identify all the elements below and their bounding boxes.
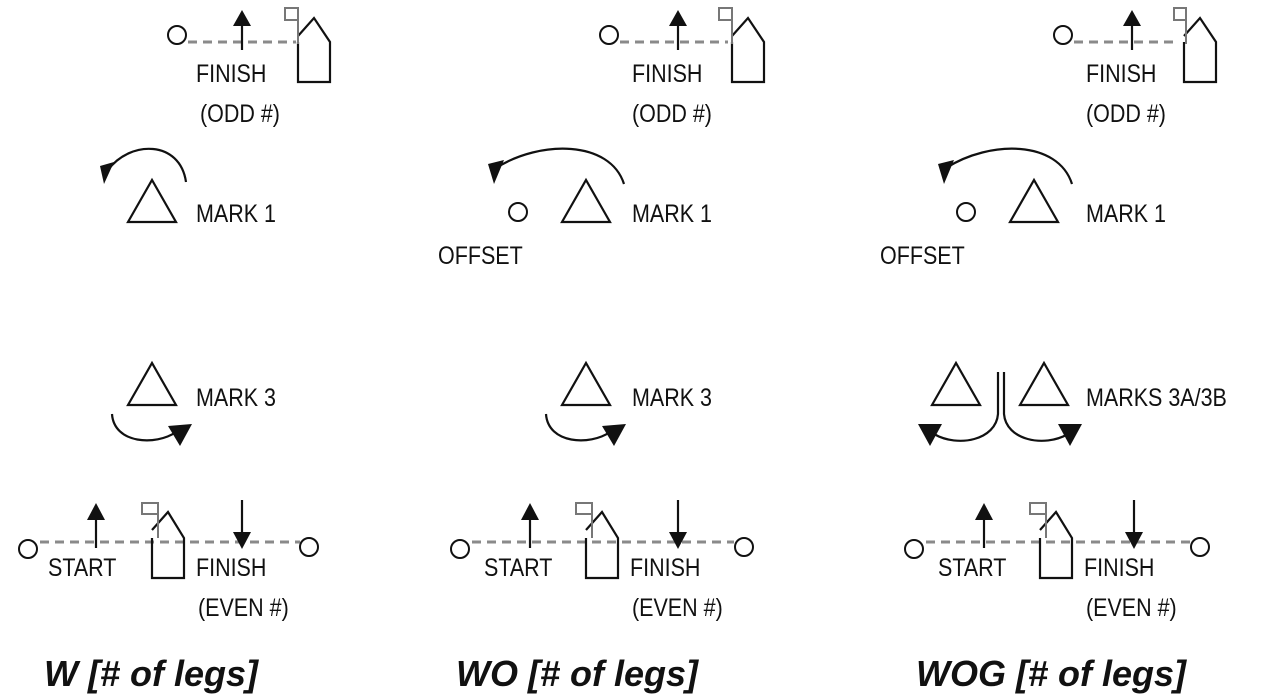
- mark-1-icon: [126, 177, 178, 224]
- pin-buoy-icon: [450, 539, 470, 559]
- offset-label: OFFSET: [438, 241, 523, 269]
- pin-buoy-icon: [734, 537, 754, 557]
- start-label: START: [48, 553, 116, 581]
- mark-1-icon: [560, 177, 612, 224]
- mark-3-label: MARK 3: [632, 383, 712, 411]
- mark-1-label: MARK 1: [632, 199, 712, 227]
- top-finish-line: [167, 7, 332, 84]
- top-finish-label: FINISH: [1086, 59, 1156, 87]
- course-wo: FINISH (ODD #) OFFSET MARK 1 MARK 3: [438, 7, 766, 694]
- bottom-finish-label: FINISH: [1084, 553, 1154, 581]
- rounding-arrow-icon: [933, 372, 1000, 442]
- top-finish-label: FINISH: [196, 59, 266, 87]
- rounding-arrow-icon: [544, 413, 611, 442]
- pin-buoy-icon: [1053, 25, 1073, 45]
- mark-3-icon: [560, 360, 612, 407]
- mark-1-label: MARK 1: [196, 199, 276, 227]
- course-title: W [# of legs]: [44, 653, 259, 694]
- top-finish-note: (ODD #): [632, 99, 712, 127]
- mark-3b-icon: [1018, 360, 1070, 407]
- up-arrow-icon: [975, 503, 993, 548]
- up-arrow-icon: [521, 503, 539, 548]
- pin-buoy-icon: [904, 539, 924, 559]
- rounding-arrow-icon: [945, 147, 1074, 185]
- bottom-finish-note: (EVEN #): [1086, 593, 1177, 621]
- up-arrow-icon: [87, 503, 105, 548]
- bottom-finish-label: FINISH: [196, 553, 266, 581]
- course-title: WO [# of legs]: [456, 653, 699, 694]
- mark-1-icon: [1008, 177, 1060, 224]
- rounding-arrow-icon: [107, 147, 188, 183]
- start-finish-line: [450, 500, 754, 580]
- mark-3-label: MARKS 3A/3B: [1086, 383, 1227, 411]
- start-label: START: [938, 553, 1006, 581]
- up-arrow-icon: [233, 10, 251, 50]
- mark-3a-icon: [930, 360, 982, 407]
- start-label: START: [484, 553, 552, 581]
- up-arrow-icon: [1123, 10, 1141, 50]
- down-arrow-icon: [1125, 500, 1143, 549]
- pin-buoy-icon: [18, 539, 38, 559]
- mark-3-icon: [126, 360, 178, 407]
- course-wog: FINISH (ODD #) OFFSET MARK 1 MARKS 3A/3B: [880, 7, 1227, 694]
- pin-buoy-icon: [599, 25, 619, 45]
- up-arrow-icon: [669, 10, 687, 50]
- down-arrow-icon: [669, 500, 687, 549]
- offset-mark-icon: [956, 202, 976, 222]
- committee-boat-icon: [284, 7, 332, 84]
- course-title: WOG [# of legs]: [916, 653, 1187, 694]
- start-finish-line: [18, 500, 319, 580]
- bottom-finish-note: (EVEN #): [198, 593, 289, 621]
- top-finish-line: [1053, 7, 1218, 84]
- rounding-arrow-icon: [1002, 372, 1069, 442]
- committee-boat-icon: [141, 502, 186, 580]
- top-finish-label: FINISH: [632, 59, 702, 87]
- down-arrow-icon: [233, 500, 251, 549]
- mark-1-label: MARK 1: [1086, 199, 1166, 227]
- committee-boat-icon: [1029, 502, 1074, 580]
- top-finish-note: (ODD #): [200, 99, 280, 127]
- mark-3-label: MARK 3: [196, 383, 276, 411]
- bottom-finish-note: (EVEN #): [632, 593, 723, 621]
- offset-label: OFFSET: [880, 241, 965, 269]
- bottom-finish-label: FINISH: [630, 553, 700, 581]
- committee-boat-icon: [575, 502, 620, 580]
- pin-buoy-icon: [1190, 537, 1210, 557]
- offset-mark-icon: [508, 202, 528, 222]
- pin-buoy-icon: [167, 25, 187, 45]
- top-finish-line: [599, 7, 766, 84]
- rounding-arrow-icon: [495, 147, 626, 185]
- committee-boat-icon: [718, 7, 766, 84]
- top-finish-note: (ODD #): [1086, 99, 1166, 127]
- start-finish-line: [904, 500, 1210, 580]
- rounding-arrow-icon: [110, 413, 177, 442]
- course-w: FINISH (ODD #) MARK 1 MARK 3: [18, 7, 332, 694]
- pin-buoy-icon: [299, 537, 319, 557]
- committee-boat-icon: [1173, 7, 1218, 84]
